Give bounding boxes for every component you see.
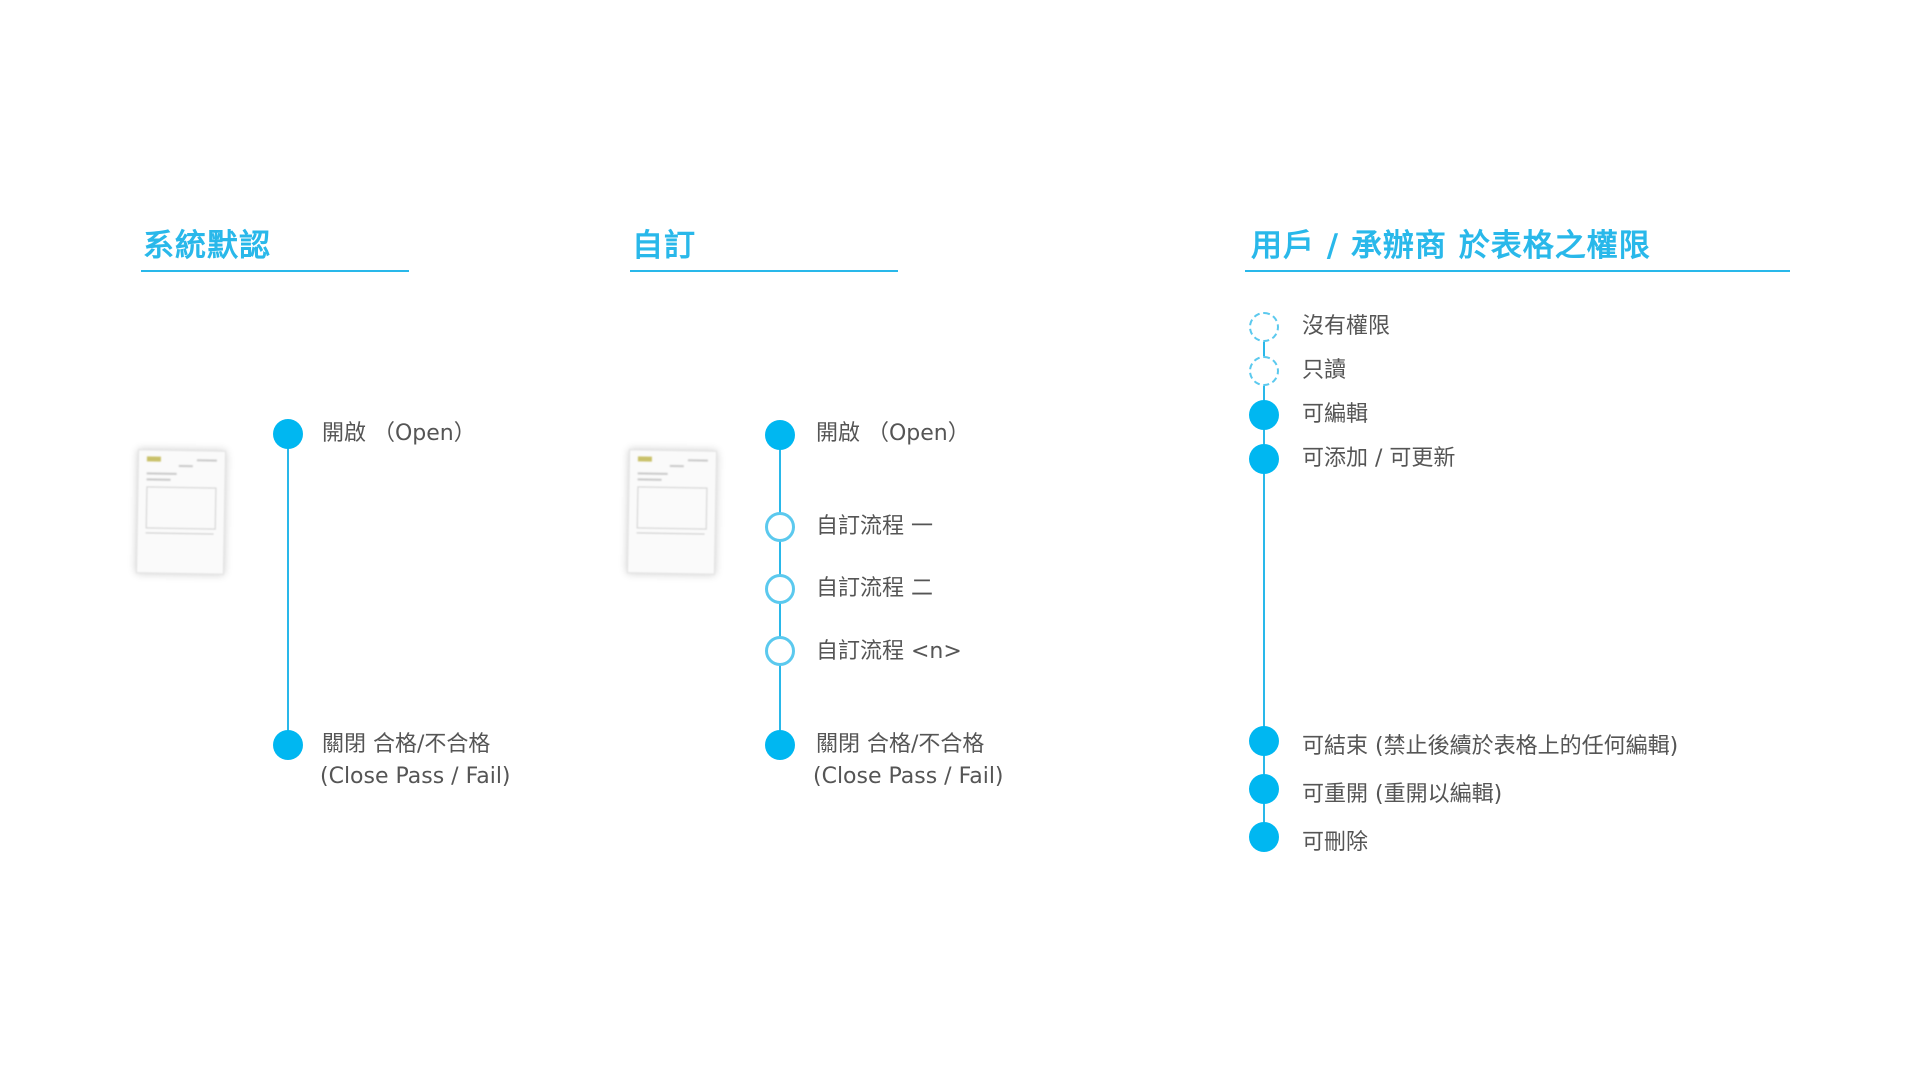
step-dot-filled: [765, 420, 795, 450]
perm-label-delete: 可刪除: [1302, 830, 1369, 855]
perm-label-add-update: 可添加 / 可更新: [1302, 446, 1456, 471]
timeline-line: [287, 434, 289, 745]
step-dot-filled: [1249, 822, 1279, 852]
heading-custom: 自訂: [632, 228, 696, 264]
perm-label-editable: 可編輯: [1302, 402, 1369, 427]
form-thumbnail: [135, 449, 227, 575]
perm-label-reopen: 可重開 (重開以編輯): [1302, 782, 1503, 807]
heading-permissions: 用戶 / 承辦商 於表格之權限: [1251, 228, 1651, 264]
perm-label-no-access: 沒有權限: [1302, 314, 1391, 339]
heading-underline: [630, 270, 898, 272]
step-label-custom-2: 自訂流程 二: [816, 576, 933, 601]
step-dot-filled: [1249, 400, 1279, 430]
step-dot-filled: [1249, 774, 1279, 804]
step-label-close-en: (Close Pass / Fail): [813, 764, 1004, 789]
step-label-close: 關閉 合格/不合格: [816, 732, 985, 757]
step-label-custom-n: 自訂流程 <n>: [816, 639, 962, 664]
step-dot-hollow: [765, 636, 795, 666]
step-dot-filled: [273, 730, 303, 760]
heading-system-default: 系統默認: [143, 228, 271, 264]
perm-label-read-only: 只讀: [1302, 358, 1347, 383]
step-label-open: 開啟 （Open）: [322, 421, 476, 446]
step-label-open: 開啟 （Open）: [816, 421, 970, 446]
heading-underline: [141, 270, 409, 272]
perm-label-close: 可結束 (禁止後續於表格上的任何編輯): [1302, 734, 1679, 759]
step-dot-dashed: [1249, 312, 1279, 342]
step-dot-filled: [273, 419, 303, 449]
step-dot-hollow: [765, 574, 795, 604]
form-thumbnail: [626, 449, 718, 575]
heading-underline: [1245, 270, 1790, 272]
step-dot-dashed: [1249, 356, 1279, 386]
step-dot-filled: [765, 730, 795, 760]
step-dot-hollow: [765, 512, 795, 542]
step-dot-filled: [1249, 444, 1279, 474]
step-label-close: 關閉 合格/不合格: [322, 732, 491, 757]
step-label-close-en: (Close Pass / Fail): [320, 764, 511, 789]
step-dot-filled: [1249, 726, 1279, 756]
timeline-line: [1263, 327, 1265, 837]
step-label-custom-1: 自訂流程 一: [816, 514, 933, 539]
